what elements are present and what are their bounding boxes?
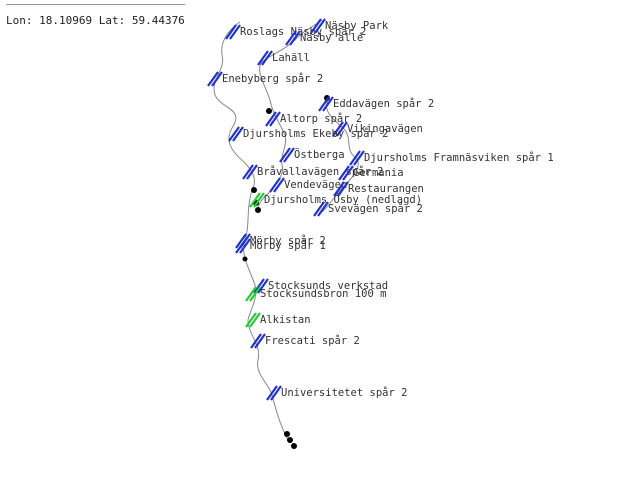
station-15[interactable]: Djursholms Ösby (nedlagd) bbox=[249, 192, 422, 208]
station-signal-icon bbox=[322, 96, 334, 112]
station-8[interactable]: Djursholms Ekeby spår 2 bbox=[228, 126, 388, 142]
station-signal-icon bbox=[269, 111, 281, 127]
station-signal-icon bbox=[289, 30, 301, 46]
station-signal-icon bbox=[261, 50, 273, 66]
station-signal-icon bbox=[229, 24, 241, 40]
station-7[interactable]: Vikingavägen bbox=[332, 121, 423, 137]
station-23[interactable]: Universitetet spår 2 bbox=[266, 385, 407, 401]
station-signal-icon bbox=[246, 164, 258, 180]
station-signal-icon bbox=[211, 71, 223, 87]
station-signal-icon bbox=[245, 312, 257, 328]
station-signal-icon bbox=[249, 312, 261, 328]
station-22[interactable]: Frescati spår 2 bbox=[250, 333, 360, 349]
station-signal-icon bbox=[235, 238, 247, 254]
station-signal-icon bbox=[273, 177, 285, 193]
station-signal-icon bbox=[342, 165, 354, 181]
station-signal-icon bbox=[270, 385, 282, 401]
station-label: Djursholms Ösby (nedlagd) bbox=[264, 193, 422, 206]
station-signal-icon bbox=[242, 164, 254, 180]
station-signal-icon bbox=[337, 181, 349, 197]
station-signal-icon bbox=[279, 147, 291, 163]
station-signal-icon bbox=[253, 192, 265, 208]
station-2[interactable]: Näsby allé bbox=[285, 30, 363, 46]
station-signal-icon bbox=[317, 201, 329, 217]
station-label: Östberga bbox=[294, 148, 345, 161]
station-signal-icon bbox=[253, 278, 265, 294]
station-label: Vendevägen bbox=[284, 179, 347, 191]
station-label: Vikingavägen bbox=[347, 123, 423, 135]
coordinate-readout: Lon: 18.10969 Lat: 59.44376 bbox=[6, 4, 185, 27]
station-signal-icon bbox=[313, 201, 325, 217]
station-18[interactable]: Mörby spår 1 bbox=[235, 238, 326, 254]
station-signal-icon bbox=[332, 121, 344, 137]
station-label: Stocksundsbron 100 m bbox=[260, 288, 386, 300]
station-20[interactable]: Stocksundsbron 100 m bbox=[245, 286, 386, 302]
station-signal-icon bbox=[245, 286, 257, 302]
station-label: Mörby spår 1 bbox=[250, 239, 326, 252]
station-label: Djursholms Ekeby spår 2 bbox=[243, 127, 388, 140]
station-signal-icon bbox=[207, 71, 219, 87]
station-signal-icon bbox=[333, 181, 345, 197]
station-4[interactable]: Enebyberg spår 2 bbox=[207, 71, 323, 87]
station-signal-icon bbox=[318, 96, 330, 112]
station-signal-icon bbox=[269, 177, 281, 193]
station-label: Alkistan bbox=[260, 314, 311, 326]
station-signal-icon bbox=[239, 238, 251, 254]
station-3[interactable]: Lahäll bbox=[257, 50, 310, 66]
station-label: Näsby allé bbox=[300, 32, 363, 44]
station-9[interactable]: Östberga bbox=[279, 147, 345, 163]
station-signal-icon bbox=[285, 30, 297, 46]
station-5[interactable]: Eddavägen spår 2 bbox=[318, 96, 434, 112]
station-signal-icon bbox=[338, 165, 350, 181]
station-10[interactable]: Djursholms Framnäsviken spår 1 bbox=[349, 150, 554, 166]
station-12[interactable]: Germania bbox=[338, 165, 404, 181]
station-signal-icon bbox=[314, 18, 326, 34]
station-signal-icon bbox=[257, 50, 269, 66]
station-label: Djursholms Framnäsviken spår 1 bbox=[364, 151, 554, 164]
station-label: Germania bbox=[353, 167, 404, 179]
station-label: Universitetet spår 2 bbox=[281, 386, 407, 399]
station-label: Näsby Park bbox=[325, 20, 389, 32]
station-signal-icon bbox=[250, 333, 262, 349]
station-13[interactable]: Vendevägen bbox=[269, 177, 347, 193]
station-label: Restaurangen bbox=[348, 183, 424, 195]
station-19[interactable]: Stocksunds verkstad bbox=[253, 278, 388, 294]
station-signal-icon bbox=[249, 286, 261, 302]
station-signal-icon bbox=[232, 126, 244, 142]
station-signal-icon bbox=[266, 385, 278, 401]
station-14[interactable]: Restaurangen bbox=[333, 181, 424, 197]
station-label: Altorp spår 2 bbox=[280, 112, 362, 125]
station-signal-icon bbox=[254, 333, 266, 349]
station-label: Frescati spår 2 bbox=[265, 334, 360, 347]
station-signal-icon bbox=[257, 278, 269, 294]
station-signal-icon bbox=[353, 150, 365, 166]
station-signal-icon bbox=[235, 233, 247, 249]
station-label: Enebyberg spår 2 bbox=[222, 72, 323, 85]
station-16[interactable]: Svevägen spår 2 bbox=[313, 201, 423, 217]
station-label: Eddavägen spår 2 bbox=[333, 97, 434, 110]
station-signal-icon bbox=[349, 150, 361, 166]
main-track bbox=[213, 21, 289, 441]
station-label: Svevägen spår 2 bbox=[328, 202, 423, 215]
station-label: Lahäll bbox=[272, 52, 310, 64]
station-label: Roslags Näsby spår 2 bbox=[240, 25, 366, 38]
station-signal-icon bbox=[249, 192, 261, 208]
station-signal-icon bbox=[336, 121, 348, 137]
station-21[interactable]: Alkistan bbox=[245, 312, 311, 328]
station-label: Mörby spår 2 bbox=[250, 234, 326, 247]
station-signal-icon bbox=[283, 147, 295, 163]
station-signal-icon bbox=[310, 18, 322, 34]
station-signal-icon bbox=[228, 126, 240, 142]
station-label: Stocksunds verkstad bbox=[268, 280, 388, 292]
station-1[interactable]: Näsby Park bbox=[310, 18, 389, 34]
station-0[interactable]: Roslags Näsby spår 2 bbox=[225, 24, 366, 40]
station-6[interactable]: Altorp spår 2 bbox=[265, 111, 362, 127]
station-signal-icon bbox=[265, 111, 277, 127]
station-signal-icon bbox=[225, 24, 237, 40]
